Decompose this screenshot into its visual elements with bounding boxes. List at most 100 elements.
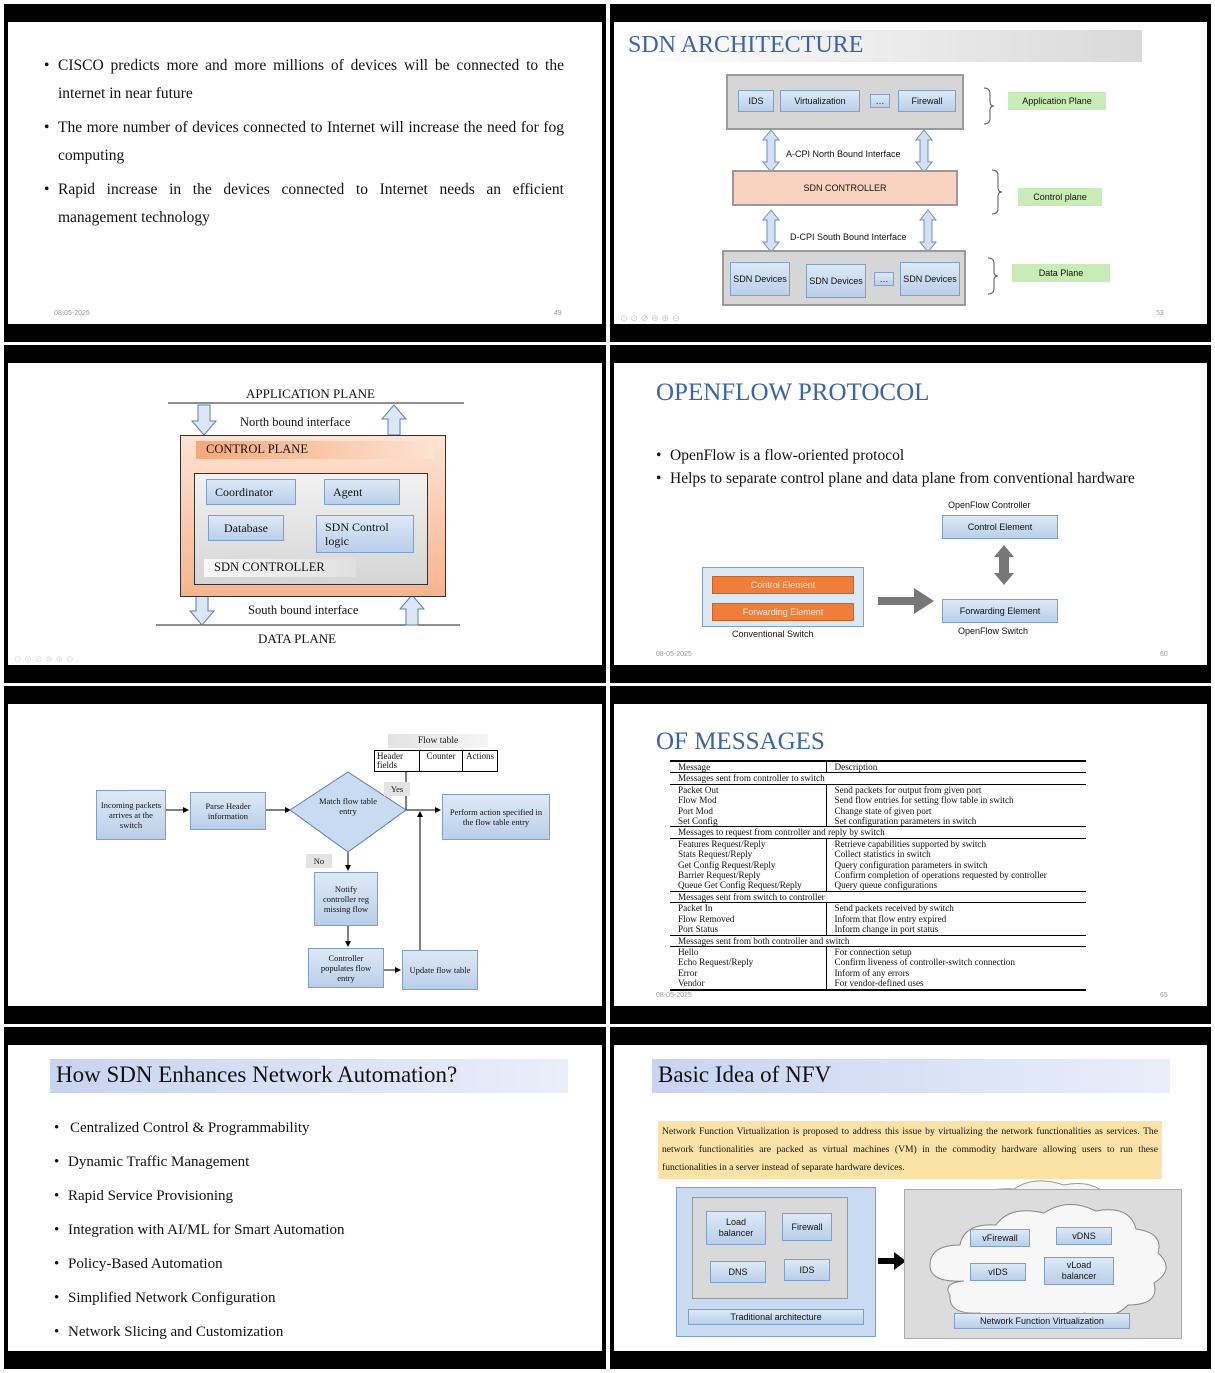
bullet-list: OpenFlow is a flow-oriented protocol Hel…: [656, 447, 1166, 487]
south-arrow-right: [918, 209, 938, 253]
slide-title: Basic Idea of NFV: [658, 1062, 832, 1087]
of-messages-table: Message Description Messages sent from c…: [670, 760, 1086, 991]
sdn-arch-arrows: [761, 87, 1003, 295]
slide-bottom-bar: [8, 665, 602, 679]
data-plane-label: DATA PLANE: [258, 631, 337, 646]
slide-title: How SDN Enhances Network Automation?: [56, 1062, 458, 1087]
message-cell: Flow Removed: [678, 913, 735, 924]
description-cell: Collect statistics in switch: [825, 849, 1086, 860]
message-cell: Stats Request/Reply: [678, 849, 753, 860]
message-cell: Echo Request/Reply: [678, 957, 754, 968]
vfirewall-box: vFirewall: [970, 1229, 1030, 1247]
bullet-item: Centralized Control & Programmability: [54, 1111, 574, 1145]
ellipsis-box: …: [874, 272, 894, 286]
message-cell: Packet Out: [670, 783, 826, 796]
database-box: Database: [208, 515, 284, 541]
coordinator-box: Coordinator: [206, 479, 296, 505]
flowchart-lines: [166, 771, 441, 973]
title-band: [50, 1059, 568, 1093]
slide-top-bar: [614, 1031, 1207, 1045]
sdn-controller-label: SDN CONTROLLER: [803, 183, 887, 193]
description-cell: Inform that flow entry expired: [825, 913, 1086, 925]
firewall-box: Firewall: [782, 1213, 832, 1241]
controller-populates-box: Controller populates flow entry: [308, 948, 384, 988]
slide-bottom-bar: [8, 324, 602, 338]
south-bound-label: South bound interface: [248, 603, 359, 617]
presenter-toolbar[interactable]: ⊙ ⊙ ⊘ ⊛ ⊕ ⊖: [620, 314, 680, 324]
bullet-item: Rapid Service Provisioning: [54, 1179, 574, 1213]
ids-box: IDS: [784, 1259, 830, 1281]
bullet-item: Policy-Based Automation: [54, 1247, 574, 1281]
sdn-device-box: SDN Devices: [730, 262, 790, 296]
actions-cell: Actions: [466, 751, 494, 761]
control-plane-label: Control plane: [1018, 188, 1102, 206]
description-cell: Confirm completion of operations request…: [825, 870, 1086, 881]
slide-number: 53: [1156, 310, 1164, 317]
description-cell: Send packets received by switch: [825, 902, 1086, 914]
slide-top-bar: [8, 349, 602, 363]
slide-top-bar: [614, 690, 1207, 704]
traditional-label: Traditional architecture: [688, 1309, 864, 1325]
sdn-device-box: SDN Devices: [806, 264, 866, 298]
flow-table-label: Flow table: [388, 734, 488, 748]
sdn-controller-box: SDN CONTROLLER: [732, 170, 958, 206]
slide-date: 08-05-2025: [656, 992, 692, 999]
bullet-item: Dynamic Traffic Management: [54, 1145, 574, 1179]
sdn-control-logic-box: SDN Control logic: [316, 515, 414, 553]
slide-title: OPENFLOW PROTOCOL: [656, 379, 930, 406]
description-cell: Query configuration parameters in switch: [825, 859, 1086, 871]
conventional-switch-label: Conventional Switch: [732, 629, 814, 639]
message-cell: Set Config: [678, 816, 718, 827]
slide-sdn-planes: APPLICATION PLANE North bound interface …: [4, 345, 606, 683]
slide-date: 08-05-2025: [656, 651, 692, 658]
bullet-list: CISCO predicts more and more millions of…: [44, 52, 564, 232]
update-flow-table-box: Update flow table: [402, 950, 478, 990]
nfv-description: Network Function Virtualization is propo…: [658, 1121, 1162, 1179]
match-diamond: [289, 771, 407, 853]
forwarding-element-box: Forwarding Element: [942, 599, 1058, 623]
vload-balancer-box: vLoad balancer: [1044, 1257, 1114, 1285]
control-element-box: Control Element: [942, 515, 1058, 539]
description-cell: Inform change in port status: [825, 924, 1086, 935]
counter-cell: Counter: [420, 751, 463, 771]
bullet-item: The more number of devices connected to …: [44, 114, 564, 170]
north-interface-label: A-CPI North Bound Interface: [786, 149, 901, 159]
section-title: Messages sent from controller to switch: [670, 772, 1086, 785]
message-cell: Port Mod: [678, 805, 713, 816]
slide-fog-computing: CISCO predicts more and more millions of…: [4, 4, 606, 342]
nfv-arrow: [878, 1252, 906, 1270]
slide-openflow-protocol: OPENFLOW PROTOCOL OpenFlow is a flow-ori…: [610, 345, 1211, 683]
dns-box: DNS: [710, 1261, 766, 1283]
north-up-arrow: [380, 404, 408, 436]
message-cell: Queue Get Config Request/Reply: [678, 880, 802, 891]
vdns-box: vDNS: [1056, 1227, 1112, 1245]
slide-nfv: Basic Idea of NFV Network Function Virtu…: [610, 1027, 1211, 1369]
conv-control-element: Control Element: [712, 576, 854, 594]
table-section-row: Messages to request from controller and …: [670, 826, 1086, 839]
description-cell: For vendor-defined uses: [825, 978, 1086, 991]
openflow-arrows: [878, 545, 1014, 614]
north-bound-label: North bound interface: [240, 415, 351, 429]
brace-control: [991, 169, 1003, 215]
openflow-controller-label: OpenFlow Controller: [948, 500, 1031, 510]
agent-box: Agent: [324, 479, 400, 505]
north-down-arrow: [190, 404, 218, 436]
title-band: [652, 1059, 1170, 1093]
slide-bottom-bar: [614, 665, 1207, 679]
bullet-item: Integration with AI/ML for Smart Automat…: [54, 1213, 574, 1247]
section-title: Messages sent from both controller and s…: [670, 934, 1086, 947]
brace-app: [983, 87, 995, 125]
section-title: Messages to request from controller and …: [670, 826, 1086, 839]
presenter-toolbar[interactable]: ⊙ ⊙ ⊘ ⊛ ⊕ ⊖: [14, 655, 74, 665]
ids-box: IDS: [738, 90, 774, 112]
south-up-arrow: [398, 594, 426, 626]
